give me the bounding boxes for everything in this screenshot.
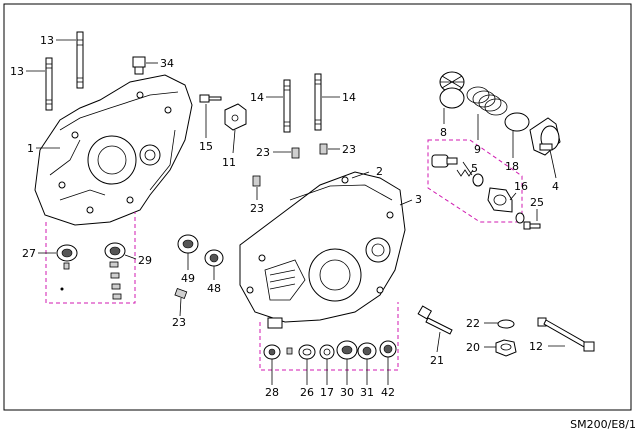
reference-code: SM200/E8/1	[570, 418, 636, 431]
callout-30: 30	[340, 386, 354, 399]
plunger-drawing	[431, 154, 458, 168]
callout-22: 22	[466, 317, 480, 330]
group-box-upper-right	[427, 139, 523, 223]
callout-21: 21	[430, 354, 444, 367]
callout-23c: 23	[250, 202, 264, 215]
callout-3: 3	[415, 193, 422, 206]
callout-23b: 23	[342, 143, 356, 156]
washer-22-drawing	[497, 319, 515, 329]
leader-lines	[26, 39, 565, 385]
pin-lower-left-d	[111, 283, 121, 290]
callout-26: 26	[300, 386, 314, 399]
callout-16: 16	[514, 180, 528, 193]
diagram-frame	[3, 3, 632, 411]
callout-48: 48	[207, 282, 221, 295]
bearing-30-drawing	[336, 340, 358, 360]
callout-28: 28	[265, 386, 279, 399]
o-ring-18-drawing	[504, 112, 530, 132]
drain-plug-34-drawing	[132, 56, 146, 75]
callout-18: 18	[505, 160, 519, 173]
bearing-26-drawing	[298, 344, 316, 360]
stud-long-drawing	[76, 31, 84, 89]
bearing-31-drawing	[357, 342, 377, 360]
callout-29: 29	[138, 254, 152, 267]
right-crankcase-drawing	[239, 171, 406, 329]
group-box-lower-middle	[259, 302, 399, 371]
callout-23a: 23	[256, 146, 270, 159]
callout-8: 8	[440, 126, 447, 139]
dowel-pin-a-drawing	[291, 147, 300, 159]
bearing-29-drawing	[104, 242, 126, 260]
bearing-49-drawing	[177, 234, 199, 254]
callout-14a: 14	[250, 91, 264, 104]
ball-lower-left	[60, 287, 64, 291]
callout-17: 17	[320, 386, 334, 399]
nut-20-drawing	[495, 339, 517, 357]
dowel-pin-c-drawing	[252, 175, 261, 187]
callout-13a: 13	[40, 34, 54, 47]
stud-14b-drawing	[314, 73, 322, 131]
bearing-28-drawing	[263, 344, 281, 360]
callout-25: 25	[530, 196, 544, 209]
pin-26a-drawing	[286, 347, 293, 355]
left-crankcase-drawing	[34, 74, 193, 226]
callout-27: 27	[22, 247, 36, 260]
bearing-48-drawing	[204, 249, 224, 267]
pin-lower-left-b	[109, 261, 119, 268]
pin-lower-left-a	[63, 262, 70, 270]
callout-34: 34	[160, 57, 174, 70]
callout-11: 11	[222, 156, 236, 169]
block-11-drawing	[224, 103, 247, 131]
callout-5: 5	[471, 162, 478, 175]
callout-12: 12	[529, 340, 543, 353]
callout-9: 9	[474, 143, 481, 156]
stud-14a-drawing	[283, 79, 291, 133]
callout-13b: 13	[10, 65, 24, 78]
callout-31: 31	[360, 386, 374, 399]
bolt-25-drawing	[523, 221, 541, 230]
bearing-27-drawing	[56, 244, 78, 262]
washer-25-drawing	[515, 212, 525, 224]
valve-16-drawing	[487, 187, 513, 213]
spring-5-drawing	[456, 169, 474, 177]
cap-4-drawing	[529, 117, 561, 156]
seal-5-drawing	[472, 173, 484, 187]
callout-42: 42	[381, 386, 395, 399]
bolt-12-drawing	[537, 317, 595, 352]
callout-23d: 23	[172, 316, 186, 329]
bearing-17-drawing	[319, 344, 335, 360]
dowel-pin-d-drawing	[174, 287, 188, 299]
stud-short-drawing	[45, 57, 53, 111]
spring-8-drawing	[439, 71, 465, 109]
callout-15: 15	[199, 140, 213, 153]
bolt-15-drawing	[199, 94, 222, 103]
callout-49: 49	[181, 272, 195, 285]
callout-4: 4	[552, 180, 559, 193]
callout-14b: 14	[342, 91, 356, 104]
pin-lower-left-e	[112, 293, 122, 300]
dowel-pin-b-drawing	[319, 143, 328, 155]
bolt-21-drawing	[417, 305, 453, 335]
spring-9-drawing	[466, 86, 508, 116]
callout-1: 1	[27, 142, 34, 155]
callout-20: 20	[466, 341, 480, 354]
callout-2: 2	[376, 165, 383, 178]
callout-labels: 13 13 34 1 15 11 14 14 23 23 23 2 3 8 9 …	[10, 34, 559, 399]
pin-lower-left-c	[110, 272, 120, 279]
bearing-42-drawing	[379, 340, 397, 358]
